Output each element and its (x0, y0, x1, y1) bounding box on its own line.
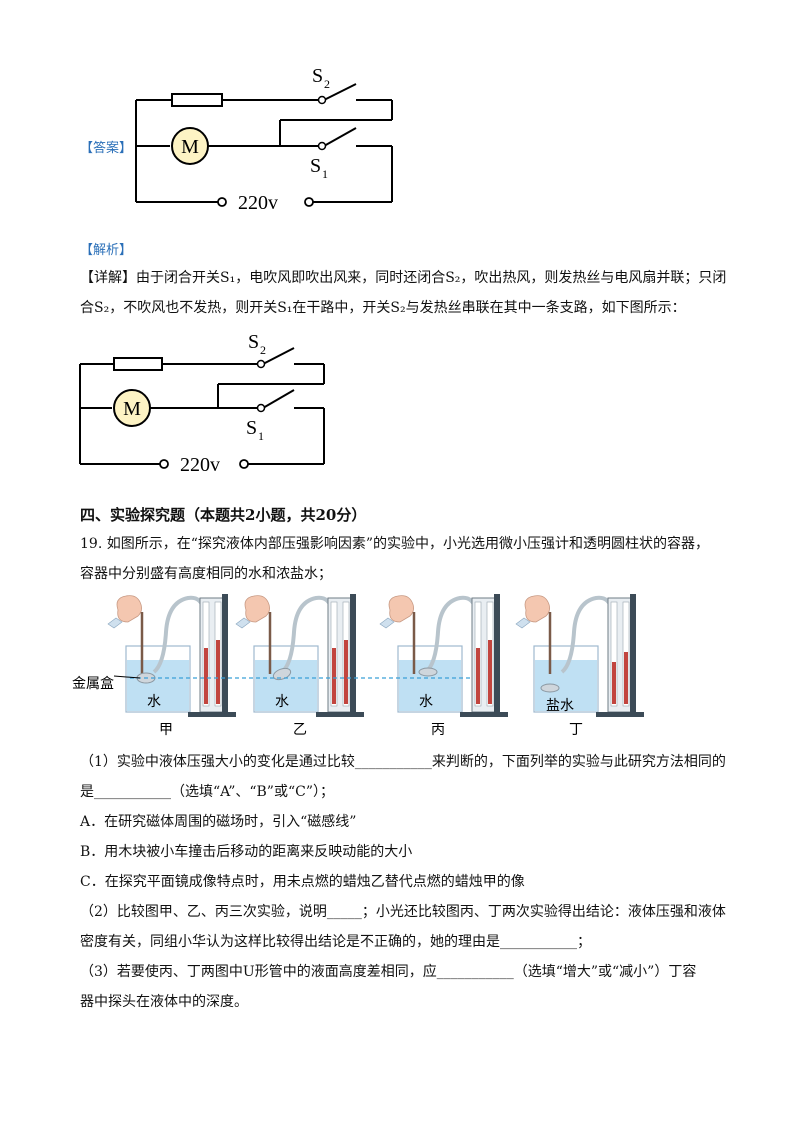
option-c: C．在探究平面镜成像特点时，用未点燃的蜡烛乙替代点燃的蜡烛甲的像 (80, 874, 525, 890)
switch-s1-subscript: 1 (258, 429, 264, 443)
answer-label: 【答案】 (80, 141, 133, 156)
option-b: B．用木块被小车撞击后移动的距离来反映动能的大小 (80, 844, 413, 860)
detail-line-2: 合S₂，不吹风也不发热，则开关S₁在干路中，开关S₂与发热丝串联在其中一条支路，… (80, 300, 686, 316)
q19-part2-line-1: （2）比较图甲、乙、丙三次实验，说明_____；小光还比较图丙、丁两次实验得出结… (80, 904, 726, 920)
answer-circuit-diagram: M S 2 S 1 220v (135, 65, 393, 214)
q19-intro-line-2: 容器中分别盛有高度相同的水和浓盐水； (80, 566, 332, 582)
q19-part3-line-1: （3）若要使丙、丁两图中U形管中的液面高度差相同，应___________（选填… (80, 964, 697, 980)
q19-part1-line-1: （1）实验中液体压强大小的变化是通过比较___________来判断的，下面列举… (80, 754, 726, 770)
caption-ding: 丁 (569, 723, 583, 738)
section-title: 四、实验探究题（本题共2小题，共20分） (80, 506, 367, 524)
setup-ding (514, 592, 646, 719)
liquid-label-bing: 水 (419, 694, 433, 710)
switch-s2-subscript: 2 (260, 343, 266, 357)
detail-line-1: 【详解】由于闭合开关S₁，电吹风即吹出风来，同时还闭合S₂，吹出热风，则发热丝与… (80, 270, 727, 286)
option-a: A．在研究磁体周围的磁场时，引入“磁感线” (80, 814, 357, 830)
switch-s2-label: S (312, 65, 323, 87)
setup-jia (106, 592, 238, 719)
switch-s1-label: S (246, 417, 257, 439)
switch-s2-subscript: 2 (324, 77, 330, 91)
voltage-label: 220v (180, 454, 220, 476)
caption-bing: 丙 (431, 723, 445, 738)
setup-bing (378, 592, 510, 719)
motor-label: M (123, 398, 141, 420)
heating-wire-resistor (113, 357, 163, 371)
analysis-label: 【解析】 (80, 243, 133, 258)
setup-yi (234, 592, 366, 719)
liquid-label-yi: 水 (275, 694, 289, 710)
caption-jia: 甲 (159, 723, 173, 738)
q19-part1-line-2: 是___________（选填“A”、“B”或“C”）； (80, 784, 334, 800)
analysis-circuit-diagram: M S 2 S 1 220v (79, 331, 325, 476)
liquid-label-jia: 水 (147, 694, 161, 710)
q19-part3-line-2: 器中探头在液体中的深度。 (80, 994, 248, 1010)
pressure-experiment-figure: 金属盒 水 水 水 盐水 甲 乙 丙 丁 (72, 592, 646, 738)
switch-s2-label: S (248, 331, 259, 353)
switch-s1-subscript: 1 (322, 167, 328, 181)
q19-intro-line-1: 19. 如图所示，在“探究液体内部压强影响因素”的实验中，小光选用微小压强计和透… (80, 536, 710, 552)
heating-wire-resistor (171, 93, 223, 107)
liquid-label-ding: 盐水 (546, 698, 574, 714)
voltage-label: 220v (238, 192, 278, 214)
motor-label: M (181, 136, 199, 158)
q19-part2-line-2: 密度有关，同组小华认为这样比较得出结论是不正确的，她的理由是__________… (80, 934, 591, 950)
probe-label: 金属盒 (72, 675, 114, 692)
caption-yi: 乙 (293, 722, 307, 738)
switch-s1-label: S (310, 155, 321, 177)
